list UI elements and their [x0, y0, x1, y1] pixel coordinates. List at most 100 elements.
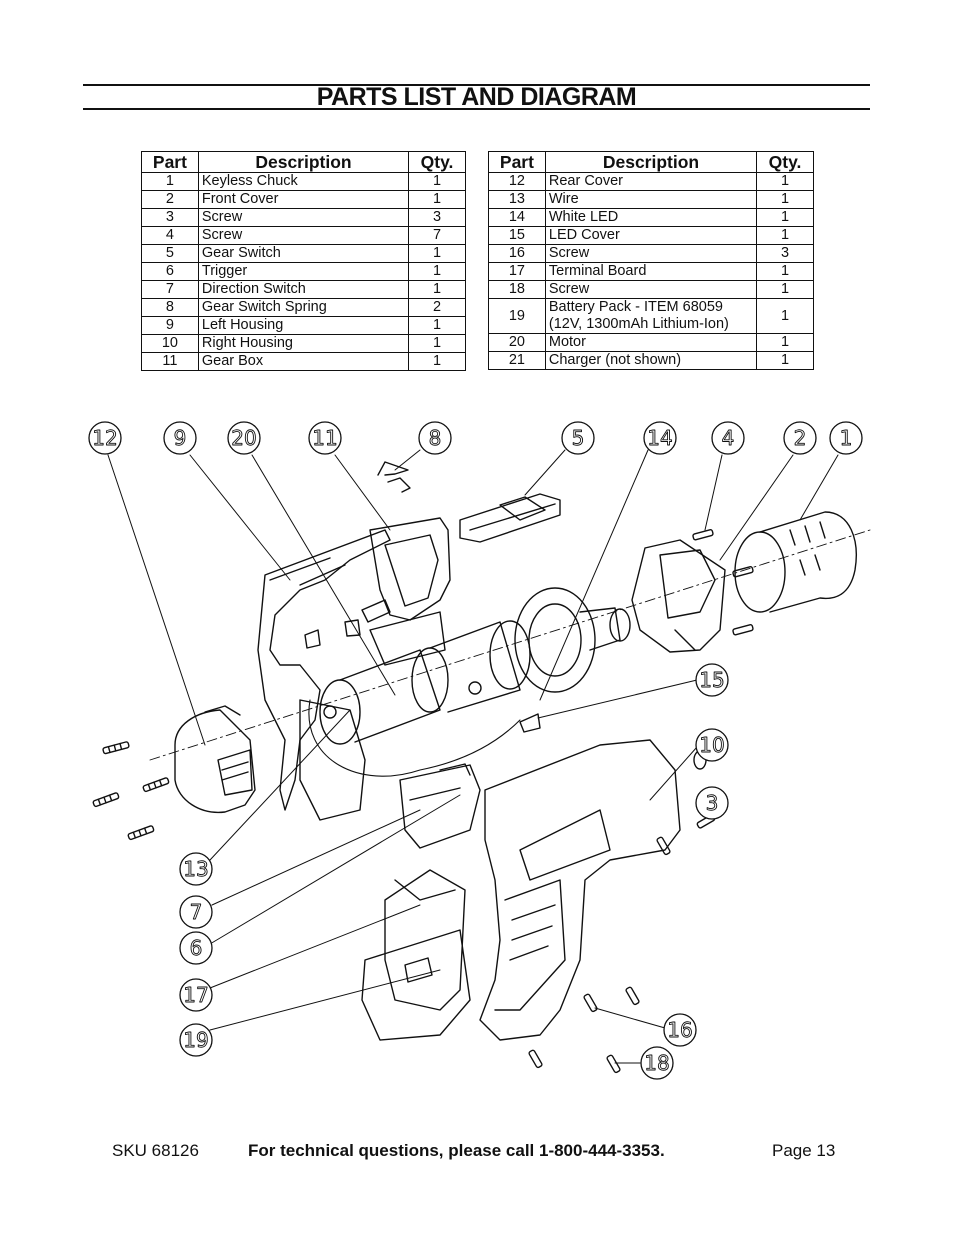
description-cell: Screw — [544, 280, 758, 299]
keyless-chuck-part — [734, 511, 857, 613]
callout-1: 1 — [829, 421, 863, 455]
callout-11: 11 — [308, 421, 342, 455]
quantity-cell: 1 — [756, 226, 814, 245]
description-cell: Battery Pack - ITEM 68059(12V, 1300mAh L… — [544, 298, 758, 334]
part-number-cell: 15 — [488, 226, 546, 245]
part-number-cell: 14 — [488, 208, 546, 227]
quantity-cell: 1 — [756, 262, 814, 281]
part-number-cell: 13 — [488, 190, 546, 209]
callout-circle — [695, 663, 729, 697]
footer-sku: SKU 68126 — [112, 1141, 199, 1160]
callout-circle — [695, 728, 729, 762]
description-cell: Rear Cover — [544, 172, 758, 191]
description-cell: Direction Switch — [197, 280, 410, 299]
callout-number: 14 — [647, 426, 672, 450]
callout-5: 5 — [561, 421, 595, 455]
description-cell: Right Housing — [197, 334, 410, 353]
callout-number: 13 — [183, 857, 208, 881]
description-line: (12V, 1300mAh Lithium-Ion) — [548, 316, 729, 332]
description-cell: Trigger — [197, 262, 410, 281]
callout-2: 2 — [783, 421, 817, 455]
callout-10: 10 — [695, 728, 729, 762]
quantity-cell: 1 — [408, 316, 466, 335]
quantity-cell: 1 — [756, 298, 814, 334]
callout-circle — [179, 1023, 213, 1057]
callout-circle — [561, 421, 595, 455]
callout-17: 17 — [179, 978, 213, 1012]
left-housing-part — [257, 529, 391, 821]
part-number-cell: 7 — [141, 280, 199, 299]
callout-circle — [163, 421, 197, 455]
description-cell: Gear Box — [197, 352, 410, 371]
callout-number: 8 — [429, 426, 442, 450]
quantity-cell: 7 — [408, 226, 466, 245]
callout-number: 19 — [183, 1028, 208, 1052]
quantity-cell: 1 — [756, 333, 814, 352]
description-cell: Gear Switch Spring — [197, 298, 410, 317]
description-cell: Wire — [544, 190, 758, 209]
callout-circle — [418, 421, 452, 455]
callout-number: 1 — [840, 426, 853, 450]
callout-circle — [783, 421, 817, 455]
gear-switch-spring-part — [377, 461, 411, 493]
callout-4: 4 — [711, 421, 745, 455]
quantity-cell: 1 — [408, 172, 466, 191]
part-number-cell: 6 — [141, 262, 199, 281]
part-number-cell: 18 — [488, 280, 546, 299]
part-number-cell: 12 — [488, 172, 546, 191]
callout-number: 17 — [183, 983, 208, 1007]
callout-circle — [227, 421, 261, 455]
callout-circle — [829, 421, 863, 455]
part-number-cell: 9 — [141, 316, 199, 335]
part-number-cell: 1 — [141, 172, 199, 191]
quantity-cell: 3 — [756, 244, 814, 263]
quantity-cell: 3 — [408, 208, 466, 227]
clutch-ring-part — [514, 587, 631, 693]
description-cell: Screw — [544, 244, 758, 263]
column-header-qty: Qty. — [408, 151, 466, 173]
callout-circle — [179, 852, 213, 886]
title-rule-top — [83, 84, 870, 86]
quantity-cell: 1 — [408, 190, 466, 209]
description-cell: Left Housing — [197, 316, 410, 335]
quantity-cell: 1 — [408, 334, 466, 353]
description-cell: LED Cover — [544, 226, 758, 245]
callout-circle — [308, 421, 342, 455]
callout-7: 7 — [179, 895, 213, 929]
trigger-switch-part — [399, 763, 481, 849]
callout-19: 19 — [179, 1023, 213, 1057]
rear-cover-screws — [92, 741, 170, 841]
column-header-part: Part — [141, 151, 199, 173]
callout-13: 13 — [179, 852, 213, 886]
quantity-cell: 1 — [408, 352, 466, 371]
callout-number: 4 — [722, 426, 735, 450]
description-cell: Terminal Board — [544, 262, 758, 281]
callout-number: 7 — [190, 900, 203, 924]
callout-number: 18 — [644, 1051, 669, 1075]
housing-screws — [528, 814, 716, 1074]
description-cell: Motor — [544, 333, 758, 352]
callout-circle — [643, 421, 677, 455]
callout-number: 3 — [706, 791, 719, 815]
title-rule-bottom — [83, 108, 870, 110]
part-number-cell: 8 — [141, 298, 199, 317]
part-number-cell: 4 — [141, 226, 199, 245]
callout-20: 20 — [227, 421, 261, 455]
part-number-cell: 11 — [141, 352, 199, 371]
footer-tech-support: For technical questions, please call 1-8… — [248, 1141, 665, 1160]
description-cell: Gear Switch — [197, 244, 410, 263]
quantity-cell: 1 — [408, 262, 466, 281]
